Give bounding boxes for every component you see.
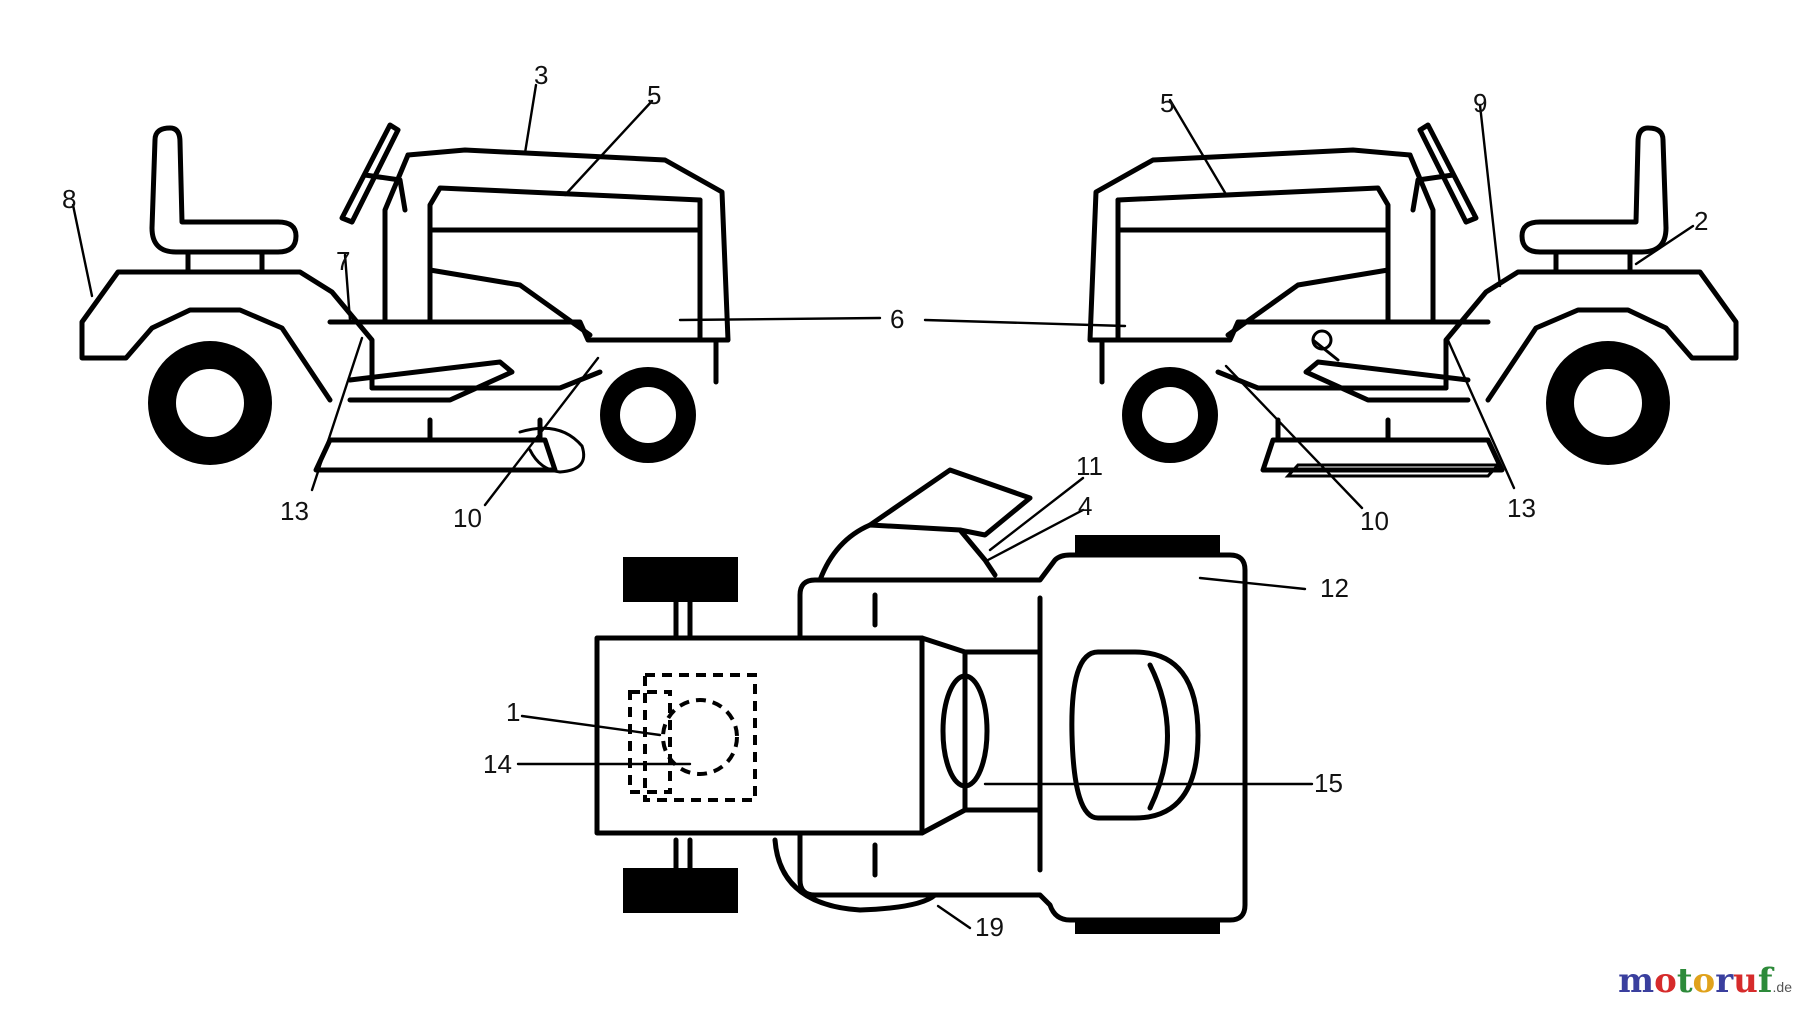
seat-post: [185, 249, 265, 275]
front-wheel-right: [1122, 367, 1218, 463]
watermark-letter: u: [1733, 961, 1758, 1001]
watermark-letter: t: [1676, 961, 1693, 1001]
callout-labels: 3 5 8 7 6 5 9 2 13 10 10 13 11 4 12 1 14…: [62, 60, 1708, 942]
steering-hub: [940, 673, 990, 789]
front-wheel: [600, 367, 696, 463]
rear-fender: [79, 269, 375, 403]
deck-outline-bottom: [772, 837, 938, 913]
callout-11: 11: [1076, 451, 1103, 481]
callout-19: 19: [975, 912, 1004, 942]
rear-wheel-right: [1546, 341, 1670, 465]
leader-lines: [71, 83, 1695, 930]
hood: [405, 147, 731, 343]
callout-13-left: 13: [280, 496, 309, 526]
seat: [149, 125, 299, 255]
mower-deck: [313, 437, 558, 473]
callout-13-right: 13: [1507, 493, 1536, 523]
deck-chute: [518, 426, 586, 474]
rear-wheel: [148, 341, 272, 465]
engine-grille: [1069, 649, 1201, 821]
callout-4: 4: [1078, 491, 1092, 521]
tractor-left-side-view: [79, 122, 731, 474]
callout-10-right: 10: [1360, 506, 1389, 536]
watermark-letter: o: [1692, 961, 1716, 1001]
deck-hanger: [427, 417, 543, 443]
callout-14: 14: [483, 749, 512, 779]
watermark-letter: f: [1757, 961, 1773, 1001]
console: [919, 635, 1043, 836]
callout-12: 12: [1320, 573, 1349, 603]
watermark-letter: o: [1654, 961, 1677, 1001]
callout-1: 1: [506, 697, 520, 727]
discharge-chute: [817, 522, 998, 583]
rear-body: [594, 635, 925, 836]
battery-outline: [643, 673, 757, 802]
front-tire-top: [1075, 535, 1220, 553]
chassis: [327, 319, 719, 391]
callout-6: 6: [890, 304, 904, 334]
callout-7: 7: [336, 246, 350, 276]
watermark-letter: r: [1715, 961, 1734, 1001]
callout-8: 8: [62, 184, 76, 214]
callout-9: 9: [1473, 88, 1487, 118]
fuel-cap-outline: [661, 698, 739, 776]
rear-tire-top: [623, 557, 738, 602]
callout-10-left: 10: [453, 503, 482, 533]
footrest: [347, 359, 515, 403]
watermark-letter: m: [1618, 961, 1655, 1001]
motoruf-watermark-logo: motoruf.de: [1618, 961, 1792, 1001]
rear-tire-bottom: [623, 868, 738, 913]
hood-panel: [427, 197, 703, 338]
tractor-right-side-view: [1087, 122, 1739, 478]
callout-15: 15: [1314, 768, 1343, 798]
tractor-top-view: [594, 467, 1248, 934]
fender-outline: [797, 552, 1248, 923]
dash-panel: [382, 152, 411, 325]
callout-5-right: 5: [1160, 88, 1174, 118]
callout-3: 3: [534, 60, 548, 90]
steering-wheel: [339, 122, 408, 225]
callout-5-left: 5: [647, 80, 661, 110]
callout-2: 2: [1694, 206, 1708, 236]
